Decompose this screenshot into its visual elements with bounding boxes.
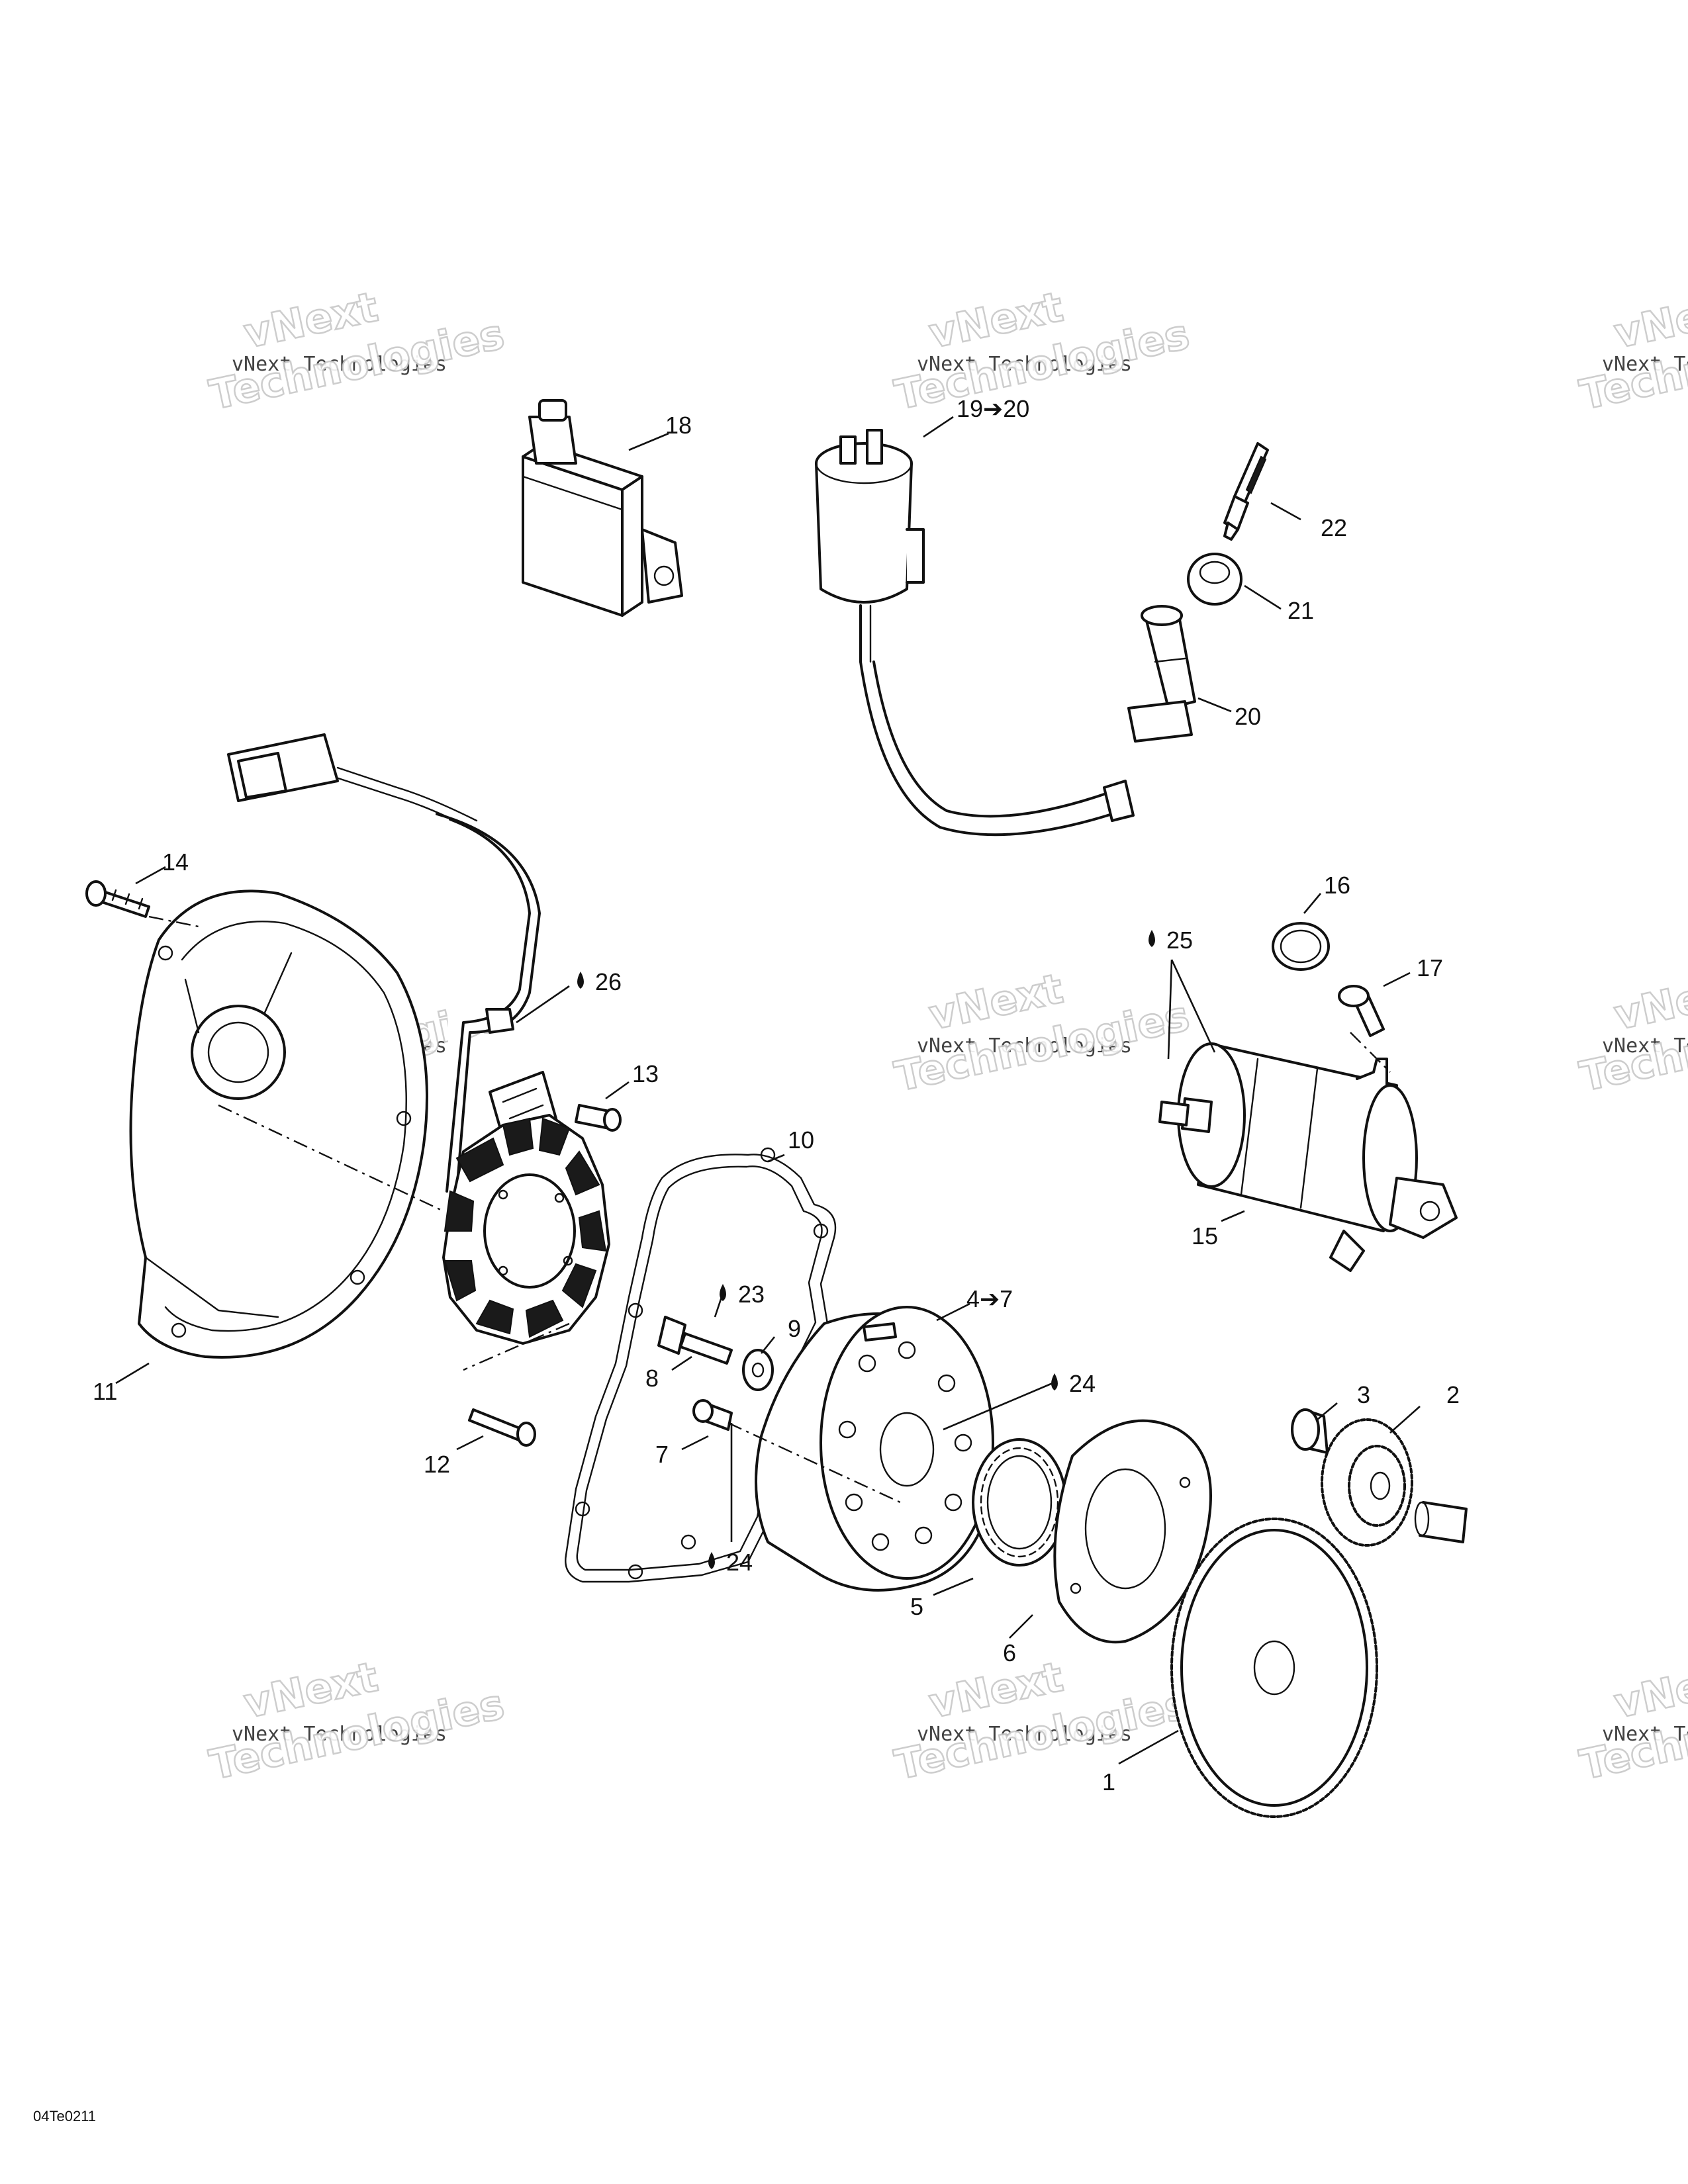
part-flywheel — [755, 1306, 994, 1592]
svg-text:vNext: vNext — [1610, 1653, 1688, 1728]
callout-5: 5 — [910, 1593, 923, 1620]
watermark: vNext vNext Technologies Technologies — [1575, 1651, 1688, 1790]
callout-24-bolt: 24 — [708, 1549, 753, 1576]
lubricant-drop-icon — [720, 1284, 726, 1301]
callout-4: 4➔7 — [966, 1285, 1013, 1312]
callout-13: 13 — [632, 1060, 659, 1087]
callout-12: 12 — [424, 1451, 450, 1478]
callout-21: 21 — [1288, 597, 1314, 624]
part-washer — [742, 1349, 774, 1391]
callout-11: 11 — [93, 1378, 117, 1405]
watermark: vNext vNext Technologies Technologies — [890, 281, 1194, 420]
watermark: vNext vNext Technologies Technologies — [205, 281, 509, 420]
svg-text:vNext Technologies: vNext Technologies — [1602, 353, 1688, 376]
lubricant-drop-icon — [708, 1552, 715, 1569]
part-magneto-cover — [129, 889, 428, 1359]
callout-20: 20 — [1235, 703, 1261, 730]
part-bolt-13 — [575, 1104, 622, 1132]
lubricant-drop-icon — [577, 972, 584, 989]
watermark: vNext vNext Technologies Technologies — [890, 1651, 1194, 1790]
part-starter-motor — [1158, 1042, 1458, 1272]
assembly-axis-lines — [148, 915, 1391, 1504]
part-bolt-12 — [468, 1408, 536, 1447]
part-o-ring — [1272, 922, 1330, 971]
callout-1: 1 — [1102, 1768, 1115, 1796]
callout-23: 23 — [720, 1281, 765, 1308]
svg-text:vNext: vNext — [1610, 283, 1688, 358]
callout-16: 16 — [1324, 872, 1350, 899]
part-starter-gear — [1170, 1518, 1378, 1818]
callout-24-flywheel: 24 — [1051, 1370, 1096, 1397]
callout-2: 2 — [1446, 1381, 1460, 1408]
part-spark-plug — [1223, 442, 1269, 541]
callout-17: 17 — [1417, 954, 1443, 981]
svg-text:24: 24 — [726, 1549, 753, 1576]
callout-22: 22 — [1321, 514, 1347, 541]
svg-text:vNext Technologies: vNext Technologies — [917, 353, 1132, 376]
part-seal-21 — [1187, 553, 1243, 606]
svg-text:vNext Technologies: vNext Technologies — [917, 1034, 1132, 1058]
callout-8: 8 — [645, 1365, 659, 1392]
part-one-way-clutch — [972, 1438, 1067, 1567]
part-double-gear — [1321, 1418, 1413, 1547]
part-spark-plug-cap — [1127, 605, 1196, 743]
svg-text:vNext Technologies: vNext Technologies — [1602, 1034, 1688, 1058]
callout-19: 19➔20 — [957, 395, 1029, 422]
watermark: vNext vNext Technologies Technologies — [1575, 963, 1688, 1101]
watermark: vNext vNext Technologies Technologies — [1575, 281, 1688, 420]
lubricant-drop-icon — [1149, 930, 1155, 947]
part-stator — [442, 1114, 610, 1345]
part-bolt-17 — [1338, 985, 1385, 1037]
callout-9: 9 — [788, 1315, 801, 1342]
watermark: vNext vNext Technologies Technologies — [890, 963, 1194, 1101]
callout-labels: 1 2 3 4➔7 5 6 7 8 9 10 11 12 13 14 15 16… — [93, 395, 1460, 1796]
svg-text:24: 24 — [1069, 1370, 1096, 1397]
svg-text:vNext Technologies: vNext Technologies — [917, 1723, 1132, 1746]
callout-10: 10 — [788, 1126, 814, 1154]
svg-text:vNext Technologies: vNext Technologies — [232, 1723, 447, 1746]
callout-25: 25 — [1149, 927, 1193, 954]
diagram-reference-code: 04Te0211 — [33, 2108, 96, 2124]
svg-text:vNext Technologies: vNext Technologies — [1602, 1723, 1688, 1746]
watermark: vNext vNext Technologies Technologies — [205, 1651, 509, 1790]
part-bolt-8 — [657, 1316, 733, 1365]
part-bolt-14 — [85, 880, 150, 918]
callout-15: 15 — [1192, 1222, 1218, 1250]
stator-poles — [444, 1117, 607, 1338]
lubricant-drop-icon — [1051, 1373, 1058, 1390]
part-clutch-housing — [1053, 1419, 1212, 1644]
svg-text:23: 23 — [738, 1281, 765, 1308]
svg-text:vNext Technologies: vNext Technologies — [232, 353, 447, 376]
callout-26: 26 — [577, 968, 622, 995]
svg-text:25: 25 — [1166, 927, 1193, 954]
callout-14: 14 — [162, 848, 189, 876]
callout-3: 3 — [1357, 1381, 1370, 1408]
part-bolt-7 — [692, 1399, 733, 1431]
part-cdi-module — [522, 399, 683, 617]
part-bushing — [1291, 1408, 1329, 1454]
leader-lines — [115, 416, 1421, 1765]
callout-7: 7 — [655, 1441, 669, 1468]
part-gasket — [565, 1147, 837, 1583]
part-ignition-coil — [815, 429, 1135, 837]
svg-text:26: 26 — [595, 968, 622, 995]
callout-18: 18 — [665, 412, 692, 439]
callout-6: 6 — [1003, 1639, 1016, 1666]
svg-text:vNext: vNext — [1610, 964, 1688, 1040]
part-shaft — [1414, 1501, 1468, 1543]
